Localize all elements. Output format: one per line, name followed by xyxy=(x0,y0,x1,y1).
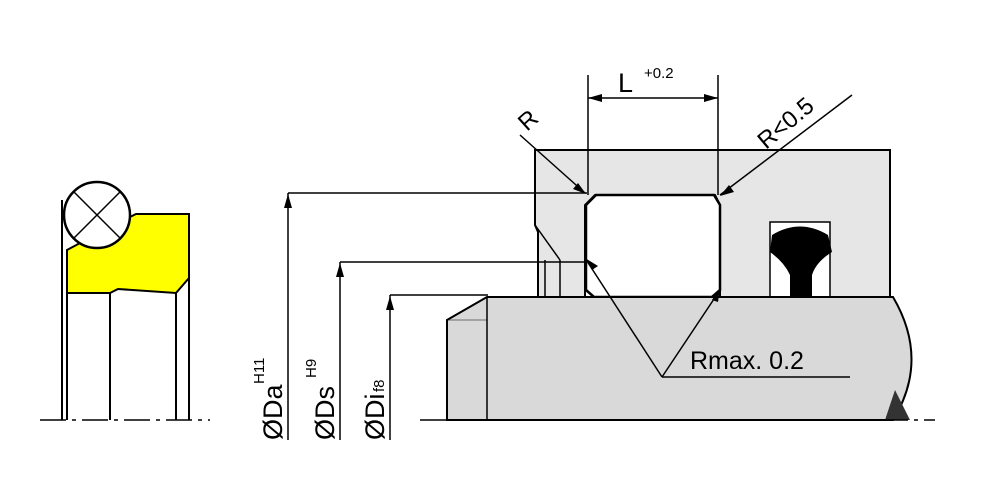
o-ring xyxy=(62,180,132,250)
wiper-seal xyxy=(770,226,832,297)
diameter-a-tolerance: H11 xyxy=(251,358,268,384)
length-tolerance: +0.2 xyxy=(644,65,674,82)
diameter-s-tolerance: H9 xyxy=(303,359,320,378)
diameter-i-label: ØDi xyxy=(360,394,390,441)
seal-cross-section xyxy=(40,180,210,421)
radius-bottom-label: Rmax. 0.2 xyxy=(690,347,804,375)
radius-bottom-callout: Rmax. 0.2 xyxy=(584,257,850,378)
dimension-diameter-i: ØDi f8 xyxy=(360,294,488,441)
dimension-length: L +0.2 xyxy=(587,65,719,195)
dimension-diameter-s: ØDs H9 xyxy=(303,261,585,440)
dimension-diameter-a: ØDa H11 xyxy=(251,192,587,441)
length-label: L xyxy=(618,68,633,98)
radius-left-label: R xyxy=(513,105,544,137)
rod-body xyxy=(446,296,913,421)
diameter-a-label: ØDa xyxy=(258,384,288,441)
rod xyxy=(420,296,935,421)
diameter-i-tolerance: f8 xyxy=(371,379,388,392)
rod-end-marker xyxy=(885,390,910,420)
diameter-s-label: ØDs xyxy=(310,386,340,440)
